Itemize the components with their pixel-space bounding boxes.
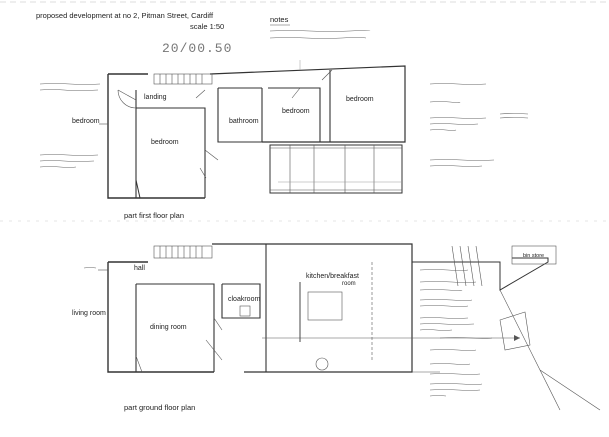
first-floor-plan <box>99 60 406 199</box>
notes-scribble <box>269 30 371 39</box>
notes-heading: notes <box>270 15 289 24</box>
room-label-dining-room: dining room <box>150 324 187 331</box>
room-label-bathroom: bathroom <box>229 118 259 125</box>
room-label-kitchen: kitchen/breakfast <box>306 273 359 280</box>
room-label-bedroom-right: bedroom <box>346 96 374 103</box>
ground-floor-annotations <box>83 267 493 397</box>
room-label-landing: landing <box>144 94 167 101</box>
room-label-kitchen-line2: room <box>342 281 356 287</box>
ground-floor-caption: part ground floor plan <box>124 403 195 412</box>
room-label-bin-store: bin store <box>523 253 544 259</box>
room-label-hall: hall <box>134 265 145 272</box>
room-label-bedroom-center: bedroom <box>151 139 179 146</box>
room-label-bedroom-small: bedroom <box>282 108 310 115</box>
room-label-bedroom-left: bedroom <box>72 118 100 125</box>
sheet-title: proposed development at no 2, Pitman Str… <box>36 11 214 20</box>
first-floor-caption: part first floor plan <box>124 211 184 220</box>
drawing-number-stamp: 20/00.50 <box>162 41 232 56</box>
ground-floor-plan <box>98 243 601 411</box>
room-label-cloakroom: cloakroom <box>228 296 260 303</box>
room-label-living-room: living room <box>72 310 106 317</box>
scale-label: scale 1:50 <box>190 22 224 31</box>
first-floor-annotations <box>39 83 529 168</box>
